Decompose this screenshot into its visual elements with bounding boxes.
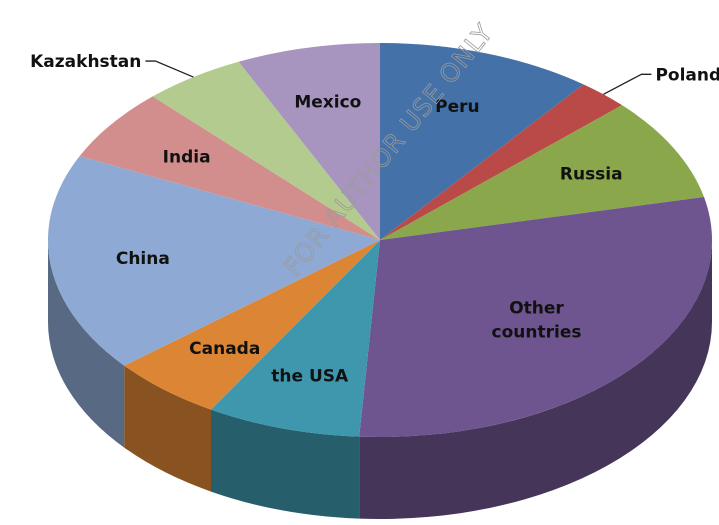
slice-label-china: China	[116, 249, 170, 269]
pie-sides	[48, 240, 712, 519]
slice-canada	[124, 240, 380, 410]
slice-label-mexico: Mexico	[294, 93, 361, 113]
slice-india	[79, 96, 381, 240]
pie-slices	[48, 43, 712, 437]
slice-china	[48, 156, 381, 366]
slice-kazakhstan	[152, 61, 380, 240]
slice-label-russia: Russia	[560, 165, 623, 185]
slice-the-usa	[210, 240, 380, 437]
slice-label-peru: Peru	[435, 97, 479, 117]
slice-label-the-usa: the USA	[271, 367, 349, 387]
leader-lines	[145, 60, 652, 95]
slice-other-countries	[359, 197, 712, 437]
slice-side-the-usa	[210, 409, 360, 519]
slice-poland	[380, 84, 623, 240]
slice-peru	[380, 43, 584, 240]
slice-label-canada: Canada	[189, 339, 260, 359]
slice-side-other-countries	[359, 240, 712, 519]
slice-side-china	[48, 240, 125, 448]
slice-russia	[380, 105, 705, 240]
slice-label-india: India	[163, 148, 211, 168]
leader-line-poland	[603, 73, 652, 95]
slice-side-canada	[124, 365, 211, 492]
slice-mexico	[238, 43, 380, 240]
slice-label-poland: Poland	[655, 65, 719, 85]
leader-line-kazakhstan	[145, 60, 194, 78]
slice-label-kazakhstan: Kazakhstan	[30, 52, 141, 72]
